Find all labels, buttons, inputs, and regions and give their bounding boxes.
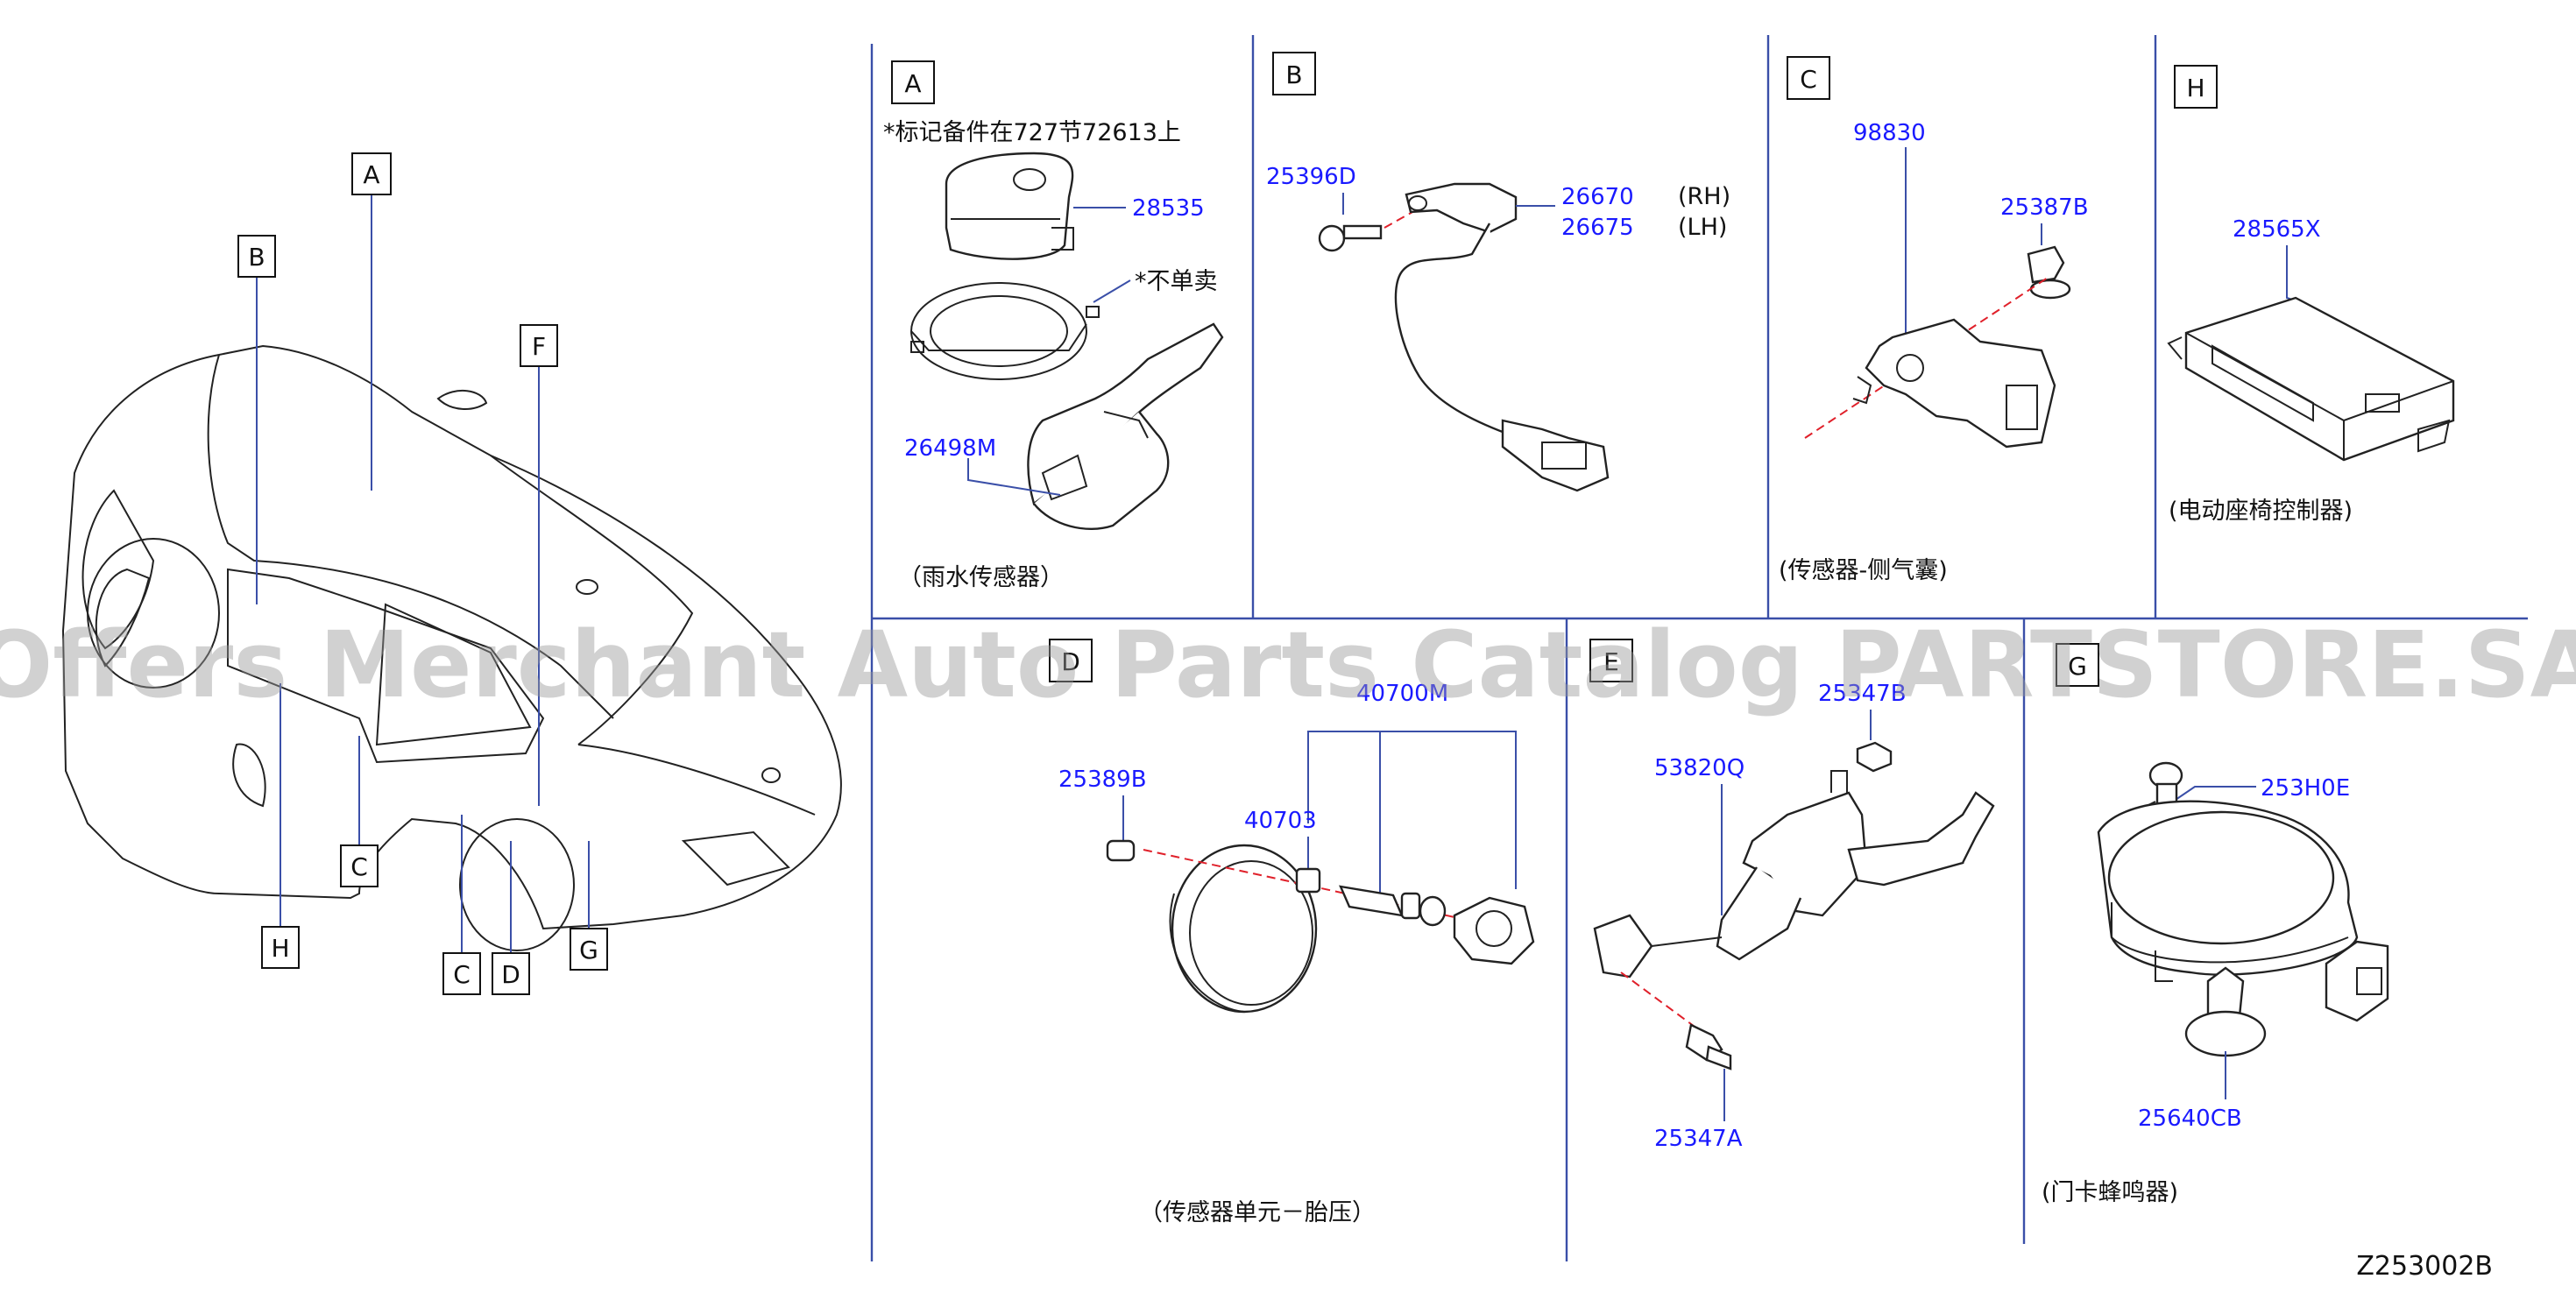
callout-G[interactable]: G xyxy=(570,928,608,971)
svg-text:C: C xyxy=(1800,65,1817,94)
panel-G: G 253H0E 25640CB (门卡蜂鸣器) xyxy=(2042,643,2389,1206)
panel-G-caption: (门卡蜂鸣器) xyxy=(2042,1179,2178,1206)
panel-A-label: A xyxy=(891,60,935,104)
part-number-28565X[interactable]: 28565X xyxy=(2233,216,2321,243)
part-number-26675[interactable]: 26675 xyxy=(1561,215,1634,241)
svg-text:F: F xyxy=(532,332,546,361)
part-number-25347B[interactable]: 25347B xyxy=(1818,681,1907,707)
diagram-code: Z253002B xyxy=(2356,1251,2493,1282)
callout-B[interactable]: B xyxy=(237,235,276,278)
part-number-98830[interactable]: 98830 xyxy=(1853,120,1926,146)
part-number-26670[interactable]: 26670 xyxy=(1561,184,1634,210)
panel-D-label: D xyxy=(1049,639,1093,682)
part-number-28535[interactable]: 28535 xyxy=(1132,195,1205,222)
svg-text:G: G xyxy=(2068,652,2087,681)
panel-A-caption: （雨水传感器） xyxy=(898,564,1064,591)
panel-E: E 25347B 53820Q 25347A xyxy=(1589,639,1995,1152)
nut-25347B[interactable] xyxy=(1856,741,1893,773)
airbag-sensor-98830[interactable] xyxy=(1852,318,2056,449)
panel-C-label: C xyxy=(1787,56,1830,100)
part-number-253H0E[interactable]: 253H0E xyxy=(2261,775,2350,802)
svg-text:H: H xyxy=(2186,74,2204,102)
svg-text:C: C xyxy=(453,960,471,989)
side-lh: (LH) xyxy=(1678,214,1727,241)
seat-controller-28565X[interactable] xyxy=(2167,296,2455,462)
svg-text:D: D xyxy=(1061,647,1080,676)
not-sold-separately-note: *不单卖 xyxy=(1135,268,1218,295)
valve-cap-25389B[interactable] xyxy=(1106,839,1136,862)
callout-C-lower[interactable]: C xyxy=(442,952,481,995)
part-number-25347A[interactable]: 25347A xyxy=(1654,1126,1743,1152)
panel-G-label: G xyxy=(2056,643,2099,687)
clip-25387B[interactable] xyxy=(2027,245,2071,300)
part-number-25387B[interactable]: 25387B xyxy=(2000,194,2089,221)
panel-D: D 40700M 25389B 40703 （ xyxy=(1049,639,1535,1226)
bolt-25347A[interactable] xyxy=(1685,1023,1732,1070)
callout-H[interactable]: H xyxy=(261,926,300,969)
height-sensor-26670-26675[interactable] xyxy=(1394,182,1610,492)
svg-text:B: B xyxy=(248,243,265,272)
side-rh: (RH) xyxy=(1678,183,1730,210)
panel-C-caption: (传感器-侧气囊) xyxy=(1779,557,1948,584)
panel-C: C 98830 25387B (传感器-侧气囊) xyxy=(1779,56,2089,584)
valve-stem[interactable] xyxy=(1339,885,1421,920)
panel-H-caption: (电动座椅控制器) xyxy=(2169,498,2353,525)
panel-B: B 25396D 26670 26675 (RH) (LH) xyxy=(1266,52,1730,492)
sensor-bracket[interactable] xyxy=(910,282,1100,380)
callout-C-upper[interactable]: C xyxy=(340,844,379,887)
vehicle-overview: A B F C H C D G xyxy=(61,152,842,995)
part-number-25640CB[interactable]: 25640CB xyxy=(2138,1106,2242,1132)
panel-dividers xyxy=(870,35,2528,1261)
svg-text:D: D xyxy=(501,960,520,989)
part-number-40700M[interactable]: 40700M xyxy=(1356,681,1448,707)
callout-A[interactable]: A xyxy=(351,152,392,195)
part-number-25396D[interactable]: 25396D xyxy=(1266,164,1356,190)
tpms-sensor[interactable] xyxy=(1453,896,1535,965)
callout-D[interactable]: D xyxy=(492,952,530,995)
rear-wheel xyxy=(459,818,575,951)
height-sensor-53820Q[interactable] xyxy=(1593,770,1995,979)
part-number-53820Q[interactable]: 53820Q xyxy=(1654,755,1744,781)
door-buzzer-25640CB[interactable] xyxy=(2097,800,2389,1057)
rain-sensor-28535[interactable] xyxy=(945,152,1074,260)
panel-H-label: H xyxy=(2174,65,2218,109)
rain-sensor-cover-26498M[interactable] xyxy=(1027,322,1224,531)
callout-F[interactable]: F xyxy=(520,324,558,367)
front-wheel xyxy=(87,538,220,689)
svg-text:B: B xyxy=(1285,60,1302,89)
panel-H: H 28565X (电动座椅控制器) xyxy=(2167,65,2455,525)
panel-E-label: E xyxy=(1589,639,1633,682)
panel-B-label: B xyxy=(1272,52,1316,95)
part-number-26498M[interactable]: 26498M xyxy=(904,435,996,462)
panel-A: A *标记备件在727节72613上 28535 *不单卖 26498M （雨水 xyxy=(883,60,1224,591)
svg-text:G: G xyxy=(579,936,598,964)
watermark: Offers Merchant Auto Parts Catalog PARTS… xyxy=(0,611,2576,718)
svg-text:E: E xyxy=(1603,647,1619,676)
washer[interactable] xyxy=(1419,895,1447,927)
grommet-40703[interactable] xyxy=(1295,867,1321,894)
svg-text:A: A xyxy=(363,160,379,189)
panel-D-caption: （传感器单元－胎压） xyxy=(1139,1199,1376,1226)
svg-text:H: H xyxy=(271,934,289,963)
part-number-25389B[interactable]: 25389B xyxy=(1058,767,1147,793)
svg-text:C: C xyxy=(350,852,368,881)
marked-parts-note: *标记备件在727节72613上 xyxy=(883,119,1181,146)
part-number-40703[interactable]: 40703 xyxy=(1244,808,1317,834)
svg-text:A: A xyxy=(904,69,921,98)
wheel-rim xyxy=(1169,844,1318,1014)
bolt-25396D[interactable] xyxy=(1318,224,1383,252)
overview-leaders xyxy=(256,194,590,953)
